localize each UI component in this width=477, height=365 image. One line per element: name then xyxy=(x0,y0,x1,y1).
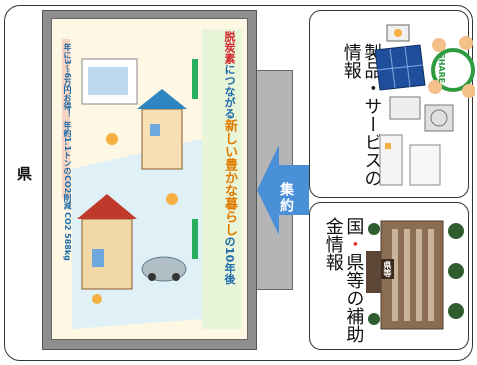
subsidy-info-box: 国・県等の補助金情報 県等 xyxy=(309,202,469,350)
prefecture-label: 県 xyxy=(15,166,33,181)
prefecture-frame xyxy=(4,5,473,361)
poster-title-middle: につながる xyxy=(223,64,236,119)
subsidy-label-country: 国 xyxy=(343,217,365,235)
building-sign: 県等 xyxy=(381,259,394,279)
poster-title-prefix: 脱炭素 xyxy=(223,31,236,64)
left-arrow-icon xyxy=(257,145,309,235)
subsidy-label-dot: ・ xyxy=(343,235,365,253)
poster-title: 脱炭素につながる新しい豊かな暮らしの10年後 xyxy=(220,31,239,284)
subsidy-label-rest: 県等の補助金情報 xyxy=(322,217,365,343)
subsidy-info-label: 国・県等の補助金情報 xyxy=(322,217,365,349)
products-illustration xyxy=(374,24,475,186)
poster-title-main: 新しい豊かな暮らし xyxy=(222,119,237,236)
share-badge: SHARE xyxy=(437,53,446,84)
products-info-box: 製品・サービスの情報 SHARE xyxy=(309,10,475,198)
aggregation-arrow xyxy=(257,145,309,239)
poster-illustration xyxy=(62,29,242,329)
poster-subtitle: 年に3〜6万円お得！ 年約1.1トンのCO2削減 CO2 588kg xyxy=(63,43,72,261)
poster-title-suffix: の10年後 xyxy=(223,236,236,285)
lifestyle-poster: 脱炭素につながる新しい豊かな暮らしの10年後 年に3〜6万円お得！ 年約1.1ト… xyxy=(51,18,248,340)
government-building-illustration xyxy=(366,220,464,330)
aggregation-label: 集約 xyxy=(278,182,294,214)
products-info-label: 製品・サービスの情報 xyxy=(340,43,383,187)
